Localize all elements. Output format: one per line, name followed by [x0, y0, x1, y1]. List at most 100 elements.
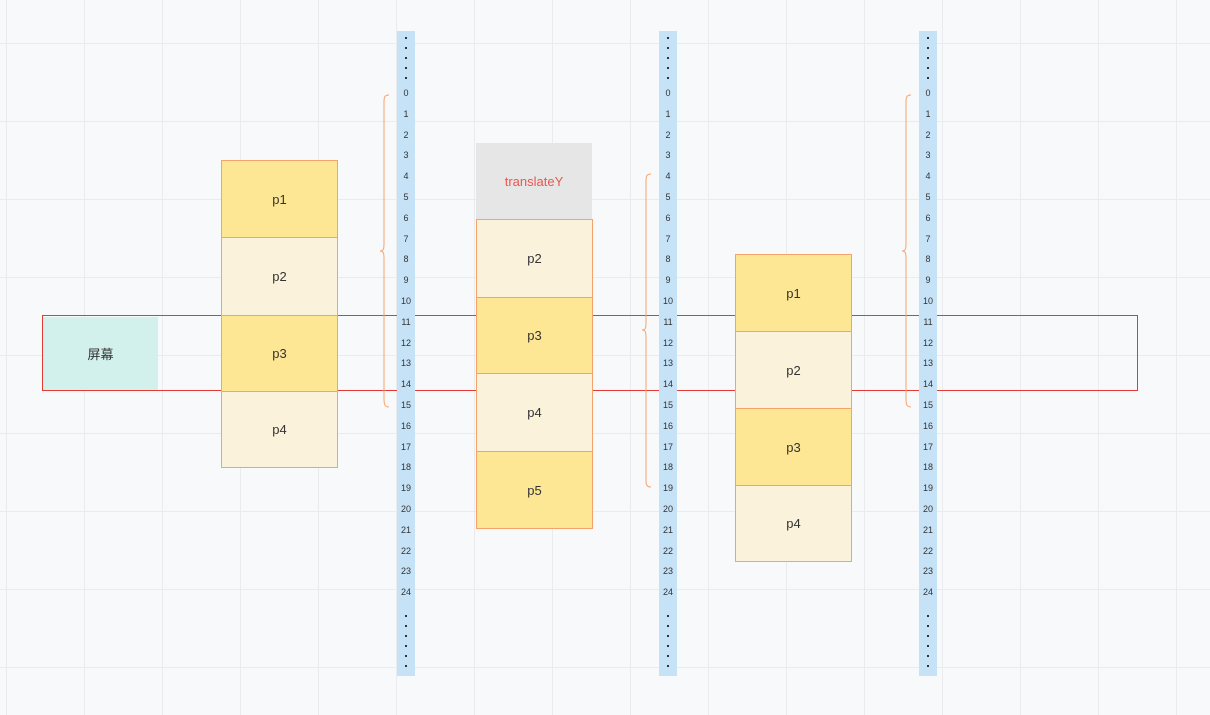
- ruler-tick-label: 6: [403, 212, 409, 223]
- ellipsis-dot: [927, 67, 929, 69]
- ellipsis-dot: [405, 645, 407, 647]
- ellipsis-dot: [927, 655, 929, 657]
- ellipsis-dot: [927, 57, 929, 59]
- ruler-tick-label: 21: [662, 524, 673, 535]
- first-column-item-1: p1: [221, 160, 338, 238]
- item-label: p2: [272, 269, 287, 284]
- item-label: p1: [786, 285, 801, 301]
- ruler-tick-label: 6: [665, 212, 671, 223]
- ruler-tick-label: 19: [400, 483, 411, 494]
- translate-offset-box: translateY: [476, 143, 592, 220]
- ruler-tick-label: 13: [400, 358, 411, 369]
- ruler-tick-label: 15: [400, 400, 411, 410]
- ruler-tick-label: 24: [922, 587, 933, 598]
- ellipsis-dot: [667, 37, 669, 39]
- third-column-item-1: p1: [735, 254, 852, 332]
- item-label: p4: [786, 516, 801, 531]
- ruler-tick-label: 15: [922, 400, 933, 410]
- ruler-tick-label: 21: [922, 524, 933, 535]
- ruler-tick-label: 10: [662, 296, 673, 306]
- ellipsis-dot: [405, 77, 407, 79]
- ruler-tick-label: 13: [922, 358, 933, 369]
- item-label: p3: [527, 328, 542, 343]
- ellipsis-dot: [405, 615, 407, 617]
- ruler-tick-label: 18: [662, 462, 673, 473]
- ruler-tick-label: 15: [662, 400, 673, 410]
- translate-label: translateY: [504, 174, 564, 189]
- ruler-tick-label: 0: [925, 88, 931, 98]
- ellipsis-dot: [667, 665, 669, 667]
- ellipsis-dot: [667, 47, 669, 49]
- ruler-tick-label: 23: [922, 566, 933, 577]
- ellipsis-dot: [405, 47, 407, 49]
- ruler-tick-label: 16: [400, 420, 411, 431]
- ruler-tick-label: 22: [662, 545, 673, 556]
- ellipsis-dot: [667, 615, 669, 617]
- ruler-tick-label: 18: [400, 462, 411, 473]
- ellipsis-dot: [667, 77, 669, 79]
- ruler-tick-label: 5: [403, 192, 409, 202]
- ruler-tick-label: 18: [922, 462, 933, 473]
- ellipsis-dot: [927, 635, 929, 637]
- third-column-item-2: p2: [735, 331, 852, 409]
- ruler-tick-label: 14: [400, 379, 411, 390]
- ellipsis-dot: [405, 625, 407, 627]
- ruler-tick-label: 20: [922, 504, 933, 514]
- ruler-tick-label: 0: [403, 88, 409, 98]
- ruler-tick-label: 1: [925, 108, 931, 119]
- item-label: p3: [272, 346, 287, 361]
- item-label: p1: [272, 191, 287, 207]
- ellipsis-dot: [927, 645, 929, 647]
- ruler-tick-label: 9: [665, 275, 671, 286]
- visible-range-brace-1: [379, 94, 390, 408]
- ruler-tick-label: 20: [662, 504, 673, 514]
- ruler-tick-label: 2: [665, 129, 671, 140]
- ruler-tick-label: 1: [403, 108, 409, 119]
- first-column-item-4: p4: [221, 391, 338, 468]
- ruler-tick-label: 12: [662, 337, 673, 348]
- ruler-tick-label: 7: [665, 233, 671, 244]
- ellipsis-dot: [667, 645, 669, 647]
- ruler-tick-label: 17: [400, 441, 411, 452]
- ruler-tick-label: 11: [401, 316, 411, 327]
- ruler-tick-label: 3: [665, 150, 671, 161]
- ruler-tick-label: 19: [922, 483, 933, 494]
- ellipsis-dot: [667, 635, 669, 637]
- ruler-tick-label: 22: [922, 545, 933, 556]
- ruler-tick-label: 12: [400, 337, 411, 348]
- ruler-tick-label: 10: [400, 296, 411, 306]
- ellipsis-dot: [405, 57, 407, 59]
- ruler-tick-label: 19: [662, 483, 673, 494]
- ruler-tick-label: 17: [662, 441, 673, 452]
- ellipsis-dot: [927, 625, 929, 627]
- ellipsis-dot: [927, 665, 929, 667]
- ruler-tick-label: 17: [922, 441, 933, 452]
- ruler-tick-label: 24: [400, 587, 411, 598]
- item-label: p4: [272, 422, 287, 437]
- ruler-tick-label: 23: [400, 566, 411, 577]
- item-label: p2: [527, 251, 542, 266]
- ellipsis-dot: [667, 57, 669, 59]
- ellipsis-dot: [667, 625, 669, 627]
- ruler-tick-label: 16: [662, 420, 673, 431]
- ruler-tick-label: 8: [925, 254, 931, 265]
- ruler-tick-label: 4: [665, 171, 671, 182]
- ellipsis-dot: [405, 655, 407, 657]
- ellipsis-dot: [405, 665, 407, 667]
- ellipsis-dot: [927, 615, 929, 617]
- ruler-tick-label: 2: [403, 129, 409, 140]
- ellipsis-dot: [667, 67, 669, 69]
- ruler-tick-label: 23: [662, 566, 673, 577]
- ellipsis-dot: [405, 635, 407, 637]
- ruler-tick-label: 3: [403, 150, 409, 161]
- ruler-tick-label: 11: [663, 316, 673, 327]
- screen-label: 屏幕: [87, 347, 114, 362]
- second-column-item-1: p2: [476, 219, 593, 298]
- item-label: p3: [786, 439, 801, 455]
- ruler-tick-label: 11: [923, 316, 933, 327]
- ruler-tick-label: 1: [665, 108, 671, 119]
